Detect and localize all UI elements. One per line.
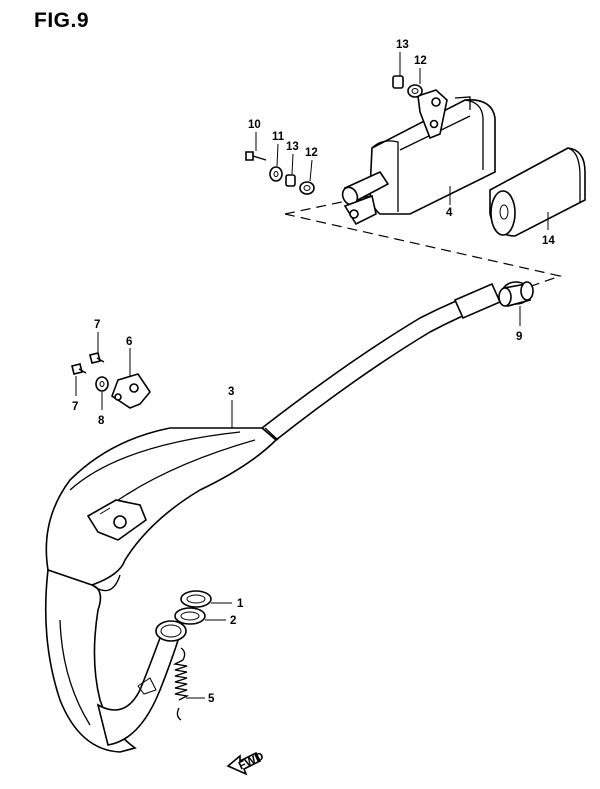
spring	[172, 647, 190, 721]
silencer-body	[341, 89, 496, 226]
callout-11: 11	[272, 131, 285, 143]
callout-2: 2	[230, 615, 236, 627]
callout-9: 9	[516, 331, 522, 343]
callout-5: 5	[208, 693, 215, 705]
figure-title: FIG.9	[34, 9, 90, 32]
assembly-guide-line	[284, 194, 563, 291]
callout-14: 14	[542, 235, 555, 247]
callout-1: 1	[237, 598, 244, 610]
callout-4: 4	[446, 207, 453, 219]
muffler-packing	[489, 147, 586, 237]
callout-8: 8	[98, 415, 105, 427]
forward-arrow-icon: FWD	[226, 751, 266, 776]
fwd-label: FWD	[237, 751, 266, 773]
callout-6: 6	[126, 336, 132, 348]
callout-12-top: 12	[414, 55, 427, 67]
chamber-bracket-hardware	[71, 352, 151, 409]
callout-13-top: 13	[396, 39, 409, 51]
expansion-chamber	[44, 282, 502, 753]
callout-10: 10	[248, 119, 261, 131]
callout-12-mid: 12	[305, 147, 318, 159]
callout-7-lower: 7	[72, 401, 78, 413]
small-hardware-upper	[245, 75, 423, 195]
leader-lines	[75, 52, 549, 699]
callout-3: 3	[228, 386, 234, 398]
callout-13-mid: 13	[286, 141, 299, 153]
callout-7-upper: 7	[94, 319, 100, 331]
muffler-joint	[498, 281, 534, 307]
gaskets	[174, 590, 212, 625]
callout-labels: 1 2 3 4 5 6 7 7 8 9 10 11 13 12 13 12 14	[72, 39, 555, 705]
